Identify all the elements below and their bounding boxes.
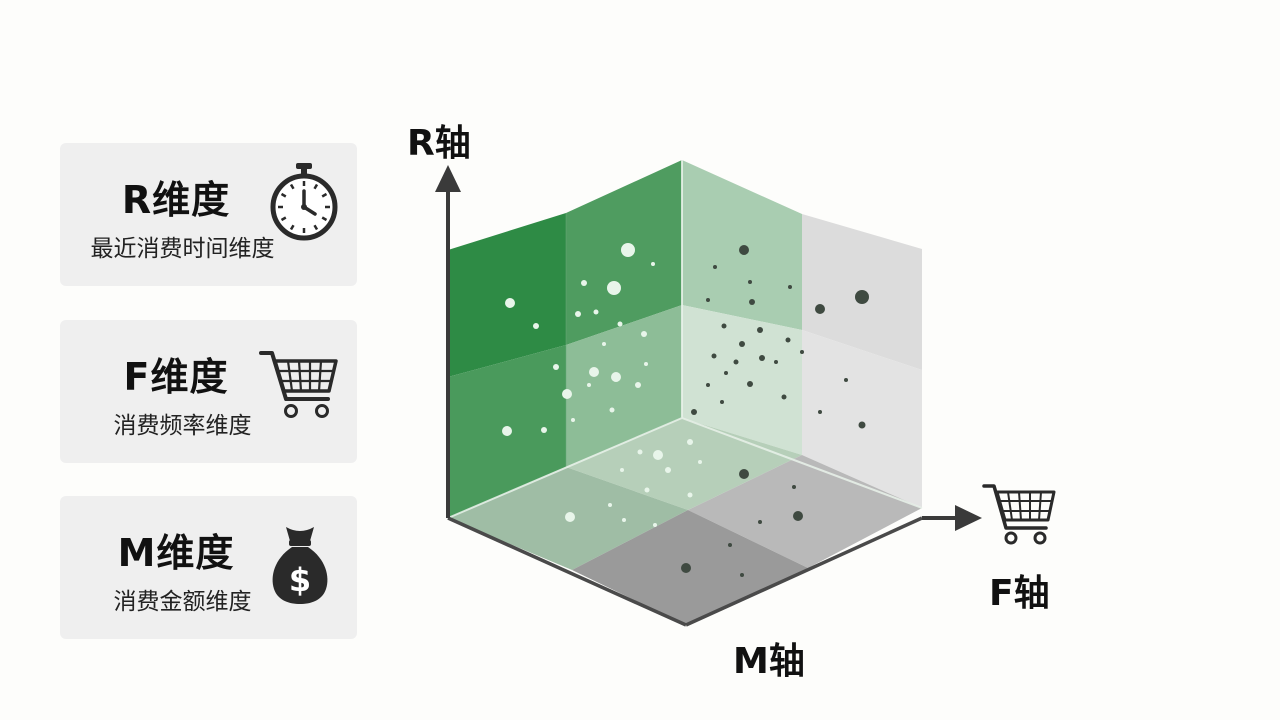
m-dimension-card: M维度 消费金额维度 $ [60, 496, 357, 639]
dots-light [502, 243, 702, 527]
m-axis-label: M轴 [733, 641, 805, 682]
f-axis-cart-icon [982, 484, 1056, 545]
shopping-cart-icon [259, 351, 338, 418]
f-dimension-title: F维度 [123, 355, 229, 399]
m-axis-line [447, 516, 687, 627]
f-axis-arrow [955, 505, 982, 531]
f-dimension-card: F维度 消费频率维度 [60, 320, 357, 463]
r-dimension-subtitle: 最近消费时间维度 [90, 236, 275, 262]
dots-dark [681, 245, 869, 577]
r-dimension-title: R维度 [121, 178, 231, 222]
stopwatch-icon [270, 163, 338, 241]
r-axis-arrow [435, 165, 461, 192]
svg-text:$: $ [289, 561, 311, 599]
m-dimension-subtitle: 消费金额维度 [113, 589, 252, 615]
money-bag-icon: $ [272, 527, 328, 604]
f-axis-label: F轴 [989, 573, 1050, 614]
f-dimension-subtitle: 消费频率维度 [113, 413, 252, 439]
r-axis-label: R轴 [407, 123, 471, 164]
r-dimension-card: R维度 最近消费时间维度 [60, 143, 357, 286]
m-dimension-title: M维度 [117, 531, 235, 575]
